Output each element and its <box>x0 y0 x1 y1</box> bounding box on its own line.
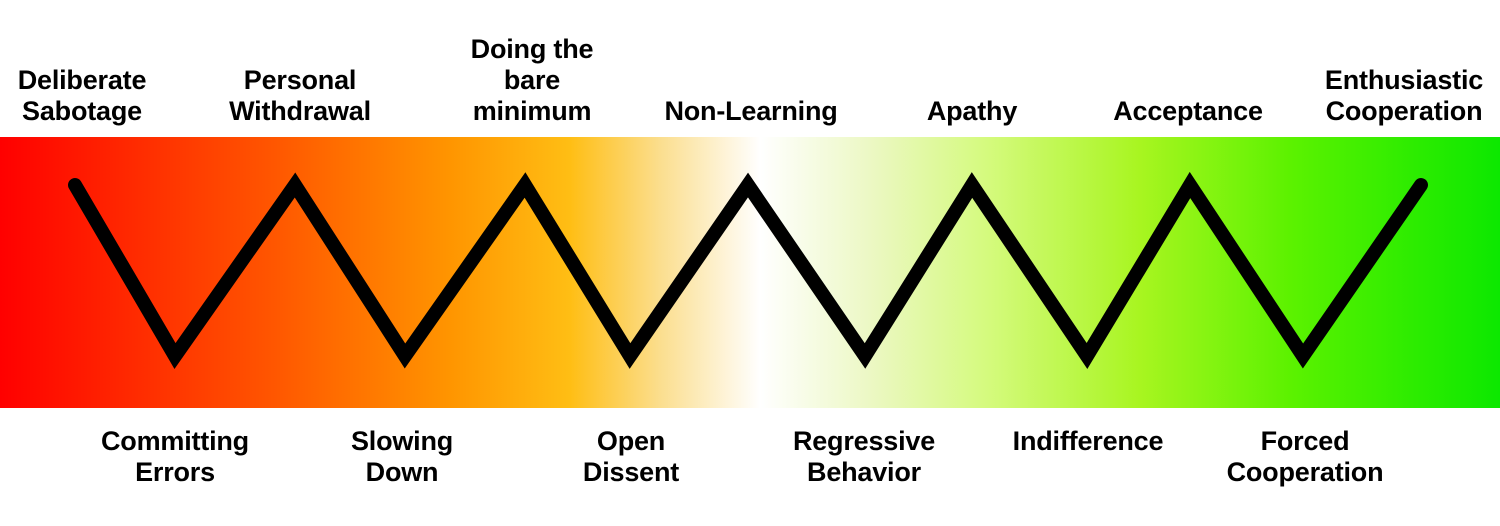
bottom-label-row: Committing Errors Slowing Down Open Dissen… <box>0 408 1500 526</box>
top-label-row: Deliberate Sabotage Personal Withdrawal Do… <box>0 0 1500 137</box>
stage-label-bottom-4: Indifference <box>1012 426 1164 456</box>
zigzag-polyline <box>68 171 1428 370</box>
stage-label-bottom-1: Slowing Down <box>350 426 454 487</box>
stage-label-bottom-2: Open Dissent <box>582 426 680 487</box>
stage-label-top-4: Apathy <box>926 96 1018 126</box>
stage-label-top-6: Enthusiastic Cooperation <box>1324 65 1484 126</box>
stage-label-top-0: Deliberate Sabotage <box>17 65 147 126</box>
stage-label-top-3: Non-Learning <box>664 96 838 126</box>
stage-label-bottom-5: Forced Cooperation <box>1226 426 1384 487</box>
stage-label-top-5: Acceptance <box>1113 96 1263 126</box>
zigzag-line <box>68 171 1428 370</box>
stage-label-top-2: Doing the bare minimum <box>470 34 594 126</box>
stage-label-top-1: Personal Withdrawal <box>229 65 371 126</box>
stage-label-bottom-0: Committing Errors <box>101 426 249 487</box>
stage-label-bottom-3: Regressive Behavior <box>792 426 936 487</box>
